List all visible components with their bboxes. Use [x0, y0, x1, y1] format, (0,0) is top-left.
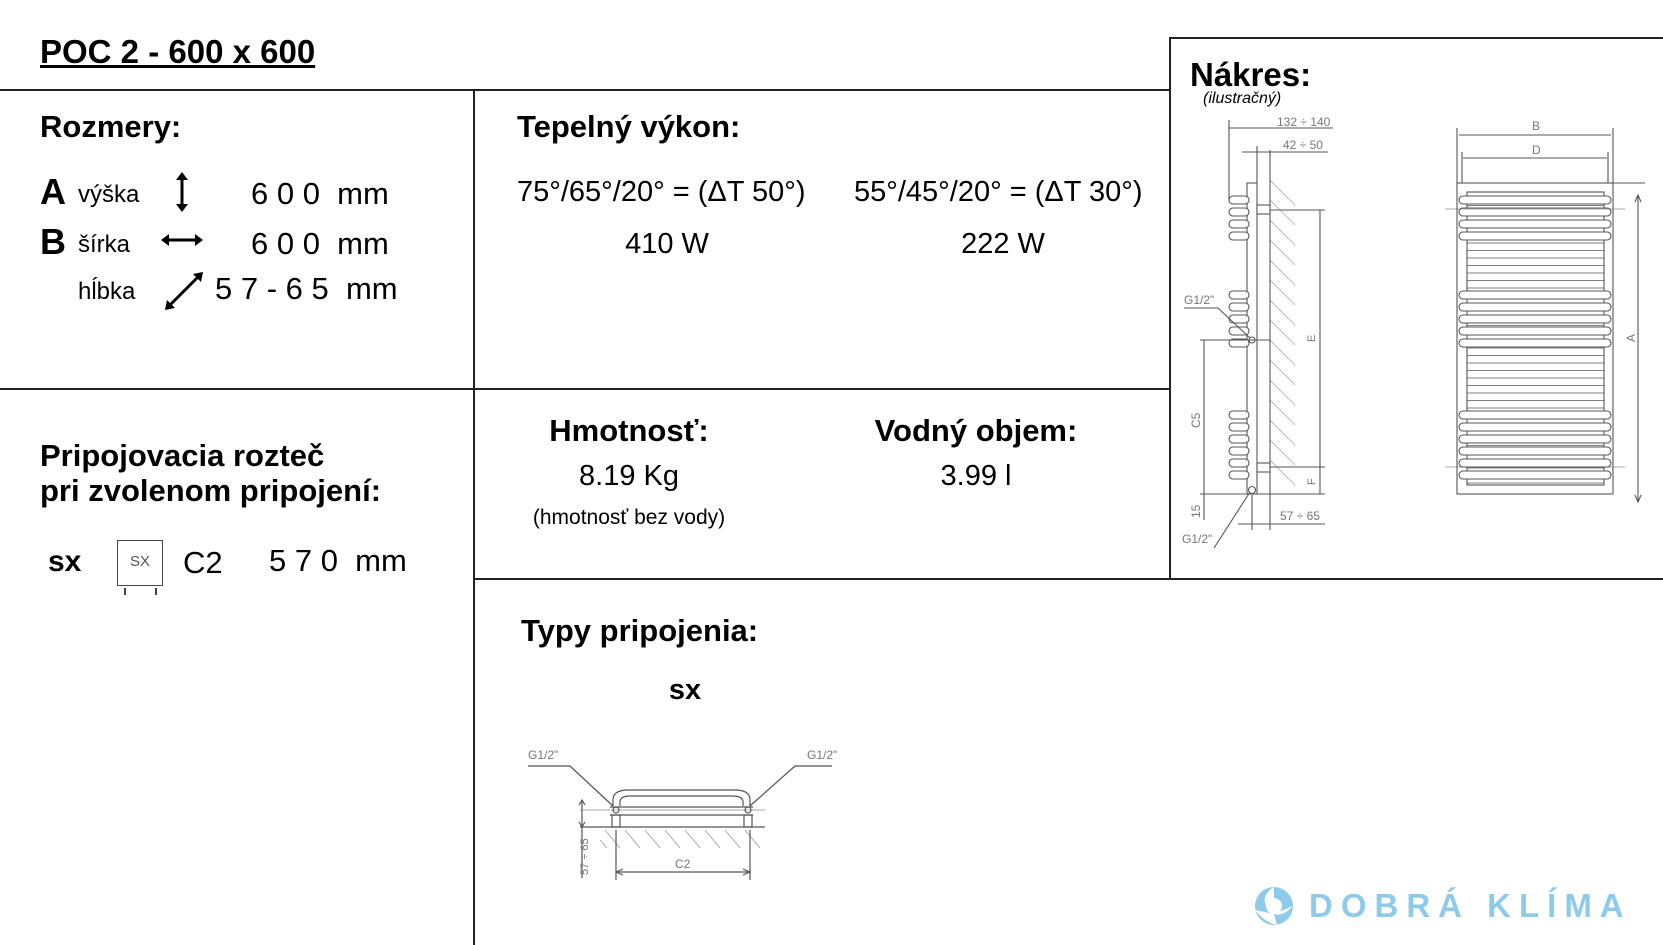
dim-132-140: 132 ÷ 140	[1277, 115, 1331, 129]
dim-57-65: 57 ÷ 65	[1280, 509, 1320, 523]
divider-middle	[0, 388, 1170, 390]
vertical-arrow-icon	[176, 172, 188, 212]
dim-b: B	[1532, 119, 1540, 133]
dimension-label: výška	[78, 181, 140, 208]
weight-value: 8.19 Kg	[579, 460, 679, 492]
dimension-label: hĺbka	[78, 278, 136, 305]
divider-top	[0, 89, 1170, 91]
sx-icon-label: SX	[129, 553, 150, 570]
spacing-heading-line2: pri zvolenom pripojení:	[40, 473, 382, 508]
connection-types-heading: Typy pripojenia:	[521, 613, 759, 648]
dim-e: E	[1306, 335, 1318, 342]
g-right-label: G1/2"	[807, 748, 837, 762]
spacing-type: sx	[48, 545, 82, 578]
dim-15: 15	[1189, 504, 1203, 518]
weight-heading: Hmotnosť:	[549, 413, 709, 448]
drawing-heading: Nákres:	[1190, 56, 1312, 93]
radiator-technical-drawing: 132 ÷ 140 42 ÷ 50 E F C5 15 G1/2" G1/2" …	[1182, 115, 1645, 549]
water-volume-heading: Vodný objem:	[874, 413, 1078, 448]
sx-connection-icon: SX	[117, 540, 163, 595]
dimension-value: 6 0 0 mm	[251, 226, 389, 261]
g-top-label: G1/2"	[1184, 293, 1214, 307]
depth-label: 57 ÷ 65	[579, 838, 591, 875]
side-view: 132 ÷ 140 42 ÷ 50 E F C5 15 G1/2" G1/2" …	[1182, 115, 1333, 549]
dim-a: A	[1624, 334, 1638, 342]
spacing-dim: C2	[183, 545, 223, 580]
drawing-subheading: (ilustračný)	[1203, 90, 1282, 107]
dim-42-50: 42 ÷ 50	[1283, 138, 1323, 152]
sx-connection-drawing: G1/2" G1/2" 57 ÷ 65 C2	[528, 748, 837, 880]
dim-f: F	[1306, 478, 1318, 485]
heat-condition-dt50: 75°/65°/20° = (ΔT 50°)	[517, 176, 806, 208]
spacing-value: 5 7 0 mm	[269, 543, 407, 578]
front-view: B D A	[1445, 119, 1645, 504]
dim-c5: C5	[1189, 412, 1203, 428]
divider-lower	[474, 578, 1663, 580]
heat-condition-dt30: 55°/45°/20° = (ΔT 30°)	[854, 176, 1143, 208]
brand-logo: DOBRÁ KLÍMA	[1253, 884, 1632, 928]
dim-d: D	[1532, 143, 1541, 157]
divider-drawing-left	[1169, 37, 1171, 579]
g-left-label: G1/2"	[528, 748, 558, 762]
weight-note: (hmotnosť bez vody)	[532, 506, 726, 529]
divider-vertical	[473, 89, 475, 945]
dimension-letter: A	[40, 171, 66, 212]
brand-logo-text: DOBRÁ KLÍMA	[1309, 887, 1632, 924]
g-bottom-label: G1/2"	[1182, 532, 1212, 546]
page-title: POC 2 - 600 x 600	[40, 33, 316, 70]
divider-drawing-top	[1170, 37, 1663, 39]
c2-label: C2	[675, 857, 691, 871]
swirl-logo-icon	[1255, 887, 1293, 925]
dimension-value: 5 7 - 6 5 mm	[215, 271, 398, 306]
dimension-letter: B	[40, 221, 66, 262]
heat-value-dt50: 410 W	[625, 228, 709, 260]
diagonal-arrow-icon	[165, 272, 203, 310]
dimension-value: 6 0 0 mm	[251, 176, 389, 211]
dimensions-heading: Rozmery:	[40, 109, 182, 144]
dimension-label: šírka	[78, 231, 131, 258]
spacing-heading-line1: Pripojovacia rozteč	[40, 438, 325, 473]
water-volume-value: 3.99 l	[940, 460, 1012, 492]
connection-type-sx: sx	[668, 674, 702, 706]
heat-value-dt30: 222 W	[961, 228, 1045, 260]
horizontal-arrow-icon	[161, 234, 203, 246]
heat-output-heading: Tepelný výkon:	[517, 109, 741, 144]
